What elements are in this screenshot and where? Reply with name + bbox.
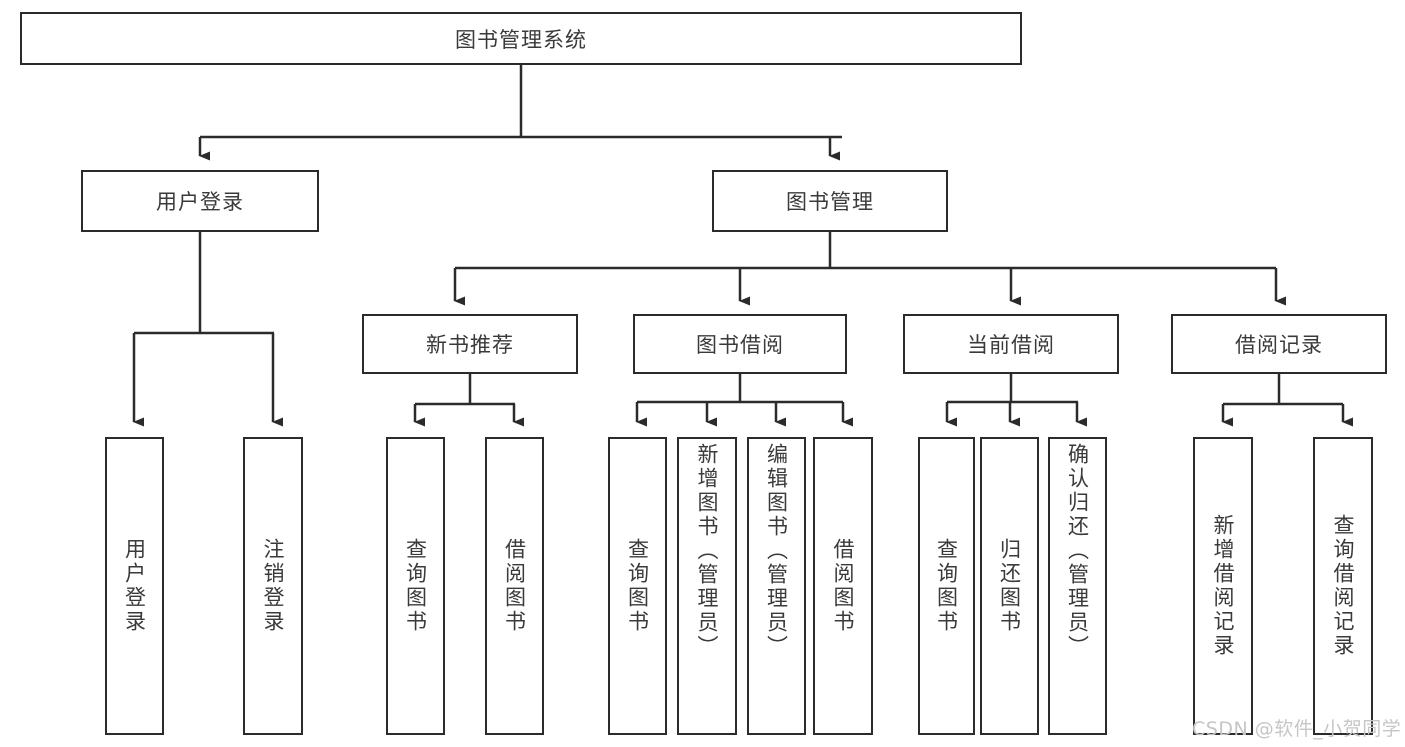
node-book-borrow[interactable]: 图书借阅 <box>633 314 847 374</box>
node-leaf-borrow-book-2[interactable]: 借阅图书 <box>813 437 873 735</box>
node-root[interactable]: 图书管理系统 <box>20 12 1022 65</box>
node-leaf-query-book-3[interactable]: 查询图书 <box>918 437 975 735</box>
node-leaf-add-book[interactable]: 新增图书（管理员） <box>677 437 737 735</box>
node-borrow-record[interactable]: 借阅记录 <box>1171 314 1387 374</box>
node-leaf-user-login[interactable]: 用户登录 <box>105 437 164 735</box>
node-book-borrow-label: 图书借阅 <box>696 333 784 357</box>
node-leaf-query-book-2[interactable]: 查询图书 <box>608 437 667 735</box>
node-root-label: 图书管理系统 <box>455 27 587 52</box>
node-leaf-borrow-book-1[interactable]: 借阅图书 <box>485 437 544 735</box>
node-current-borrow-label: 当前借阅 <box>967 333 1055 357</box>
node-leaf-confirm-return[interactable]: 确认归还（管理员） <box>1048 437 1107 735</box>
csdn-watermark: CSDN @软件_小贺同学 <box>1192 718 1402 740</box>
node-borrow-record-label: 借阅记录 <box>1235 333 1323 357</box>
node-book-management-label: 图书管理 <box>786 190 874 214</box>
node-user-login-label: 用户登录 <box>156 190 244 214</box>
node-leaf-return-book[interactable]: 归还图书 <box>980 437 1039 735</box>
node-leaf-query-record[interactable]: 查询借阅记录 <box>1313 437 1373 735</box>
node-leaf-logout[interactable]: 注销登录 <box>243 437 303 735</box>
node-user-login[interactable]: 用户登录 <box>81 170 319 232</box>
node-book-management[interactable]: 图书管理 <box>712 170 948 232</box>
node-new-book-recommend-label: 新书推荐 <box>426 333 514 357</box>
node-leaf-add-record[interactable]: 新增借阅记录 <box>1193 437 1253 735</box>
node-current-borrow[interactable]: 当前借阅 <box>903 314 1119 374</box>
node-leaf-query-book-1[interactable]: 查询图书 <box>386 437 445 735</box>
node-new-book-recommend[interactable]: 新书推荐 <box>362 314 578 374</box>
node-leaf-edit-book[interactable]: 编辑图书（管理员） <box>747 437 806 735</box>
